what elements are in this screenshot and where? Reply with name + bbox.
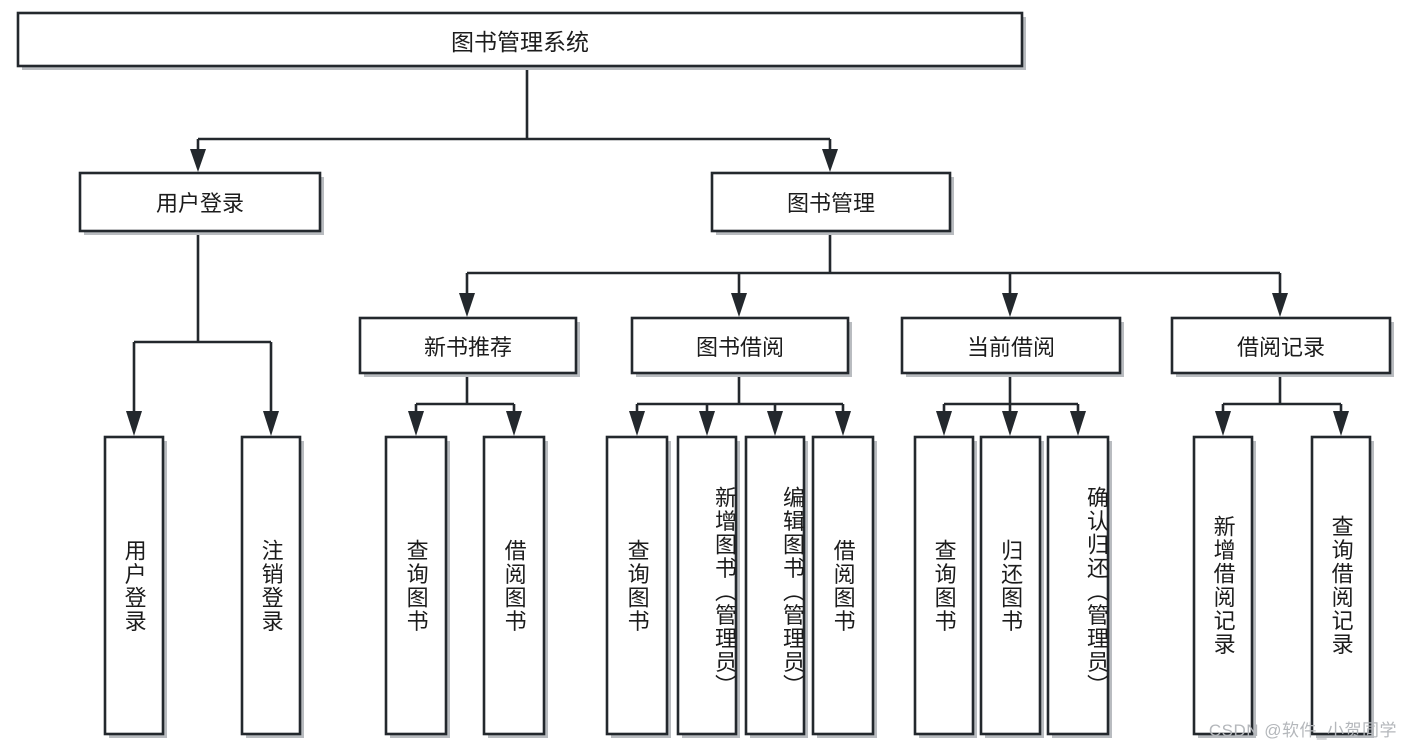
- node-leaf-borrow-book-2[interactable]: [811, 435, 877, 738]
- node-leaf-return-book-box[interactable]: [979, 435, 1042, 736]
- node-leaf-query-book-2-box[interactable]: [605, 435, 669, 736]
- node-leaf-query-record[interactable]: [1310, 435, 1374, 738]
- arrow-to-leaf-query-book-2: [629, 411, 645, 436]
- arrow-to-loan-record: [1272, 293, 1288, 317]
- node-leaf-add-record[interactable]: [1192, 435, 1256, 738]
- node-leaf-query-book-3-box[interactable]: [913, 435, 975, 736]
- arrow-root-to-user-login: [190, 149, 206, 172]
- node-leaf-borrow-book-1[interactable]: [482, 435, 548, 738]
- arrow-to-leaf-add-book: [699, 411, 715, 436]
- node-leaf-borrow-book-1-box[interactable]: [482, 435, 546, 736]
- arrow-to-leaf-query-book-3: [936, 411, 952, 436]
- node-book-manage[interactable]: [710, 171, 954, 235]
- arrow-to-new-book-rec: [459, 293, 475, 317]
- node-user-login[interactable]: [78, 171, 324, 235]
- node-leaf-query-book-3[interactable]: [913, 435, 977, 738]
- node-new-book-rec[interactable]: [358, 316, 580, 377]
- node-leaf-confirm-return-box[interactable]: [1046, 435, 1110, 736]
- node-book-manage-box[interactable]: [710, 171, 952, 233]
- arrow-to-leaf-borrow-book-2: [835, 411, 851, 436]
- node-current-loan[interactable]: [900, 316, 1124, 377]
- node-leaf-add-record-box[interactable]: [1192, 435, 1254, 736]
- node-leaf-add-book-box[interactable]: [676, 435, 738, 736]
- node-leaf-edit-book-box[interactable]: [744, 435, 806, 736]
- node-leaf-query-record-box[interactable]: [1310, 435, 1372, 736]
- node-book-borrow[interactable]: [630, 316, 852, 377]
- node-current-loan-box[interactable]: [900, 316, 1122, 375]
- node-loan-record-box[interactable]: [1170, 316, 1392, 375]
- arrow-to-leaf-add-record: [1215, 411, 1231, 436]
- arrow-to-leaf-return-book: [1002, 411, 1018, 436]
- node-new-book-rec-box[interactable]: [358, 316, 578, 375]
- arrow-to-book-borrow: [731, 293, 747, 317]
- node-leaf-borrow-book-2-box[interactable]: [811, 435, 875, 736]
- arrow-root-to-book-manage: [822, 149, 838, 172]
- node-leaf-edit-book[interactable]: [744, 435, 808, 738]
- node-leaf-user-logout[interactable]: [240, 435, 304, 738]
- node-user-login-box[interactable]: [78, 171, 322, 233]
- arrow-to-leaf-query-book-1: [408, 411, 424, 436]
- node-loan-record[interactable]: [1170, 316, 1394, 377]
- node-leaf-query-book-1[interactable]: [384, 435, 450, 738]
- edge-group-book-manage: [459, 231, 1288, 317]
- edge-group-current-loan: [936, 373, 1086, 436]
- arrow-to-leaf-borrow-book-1: [506, 411, 522, 436]
- node-root-box[interactable]: [16, 11, 1024, 68]
- edge-group-root: [190, 66, 838, 172]
- node-leaf-confirm-return[interactable]: [1046, 435, 1112, 738]
- node-leaf-query-book-2[interactable]: [605, 435, 671, 738]
- edge-group-user-login: [126, 231, 279, 436]
- node-root[interactable]: [16, 11, 1026, 70]
- arrow-to-leaf-query-record: [1333, 411, 1349, 436]
- edge-group-book-borrow: [629, 373, 851, 436]
- edge-group-loan-record: [1215, 373, 1349, 436]
- node-leaf-user-logout-box[interactable]: [240, 435, 302, 736]
- node-leaf-query-book-1-box[interactable]: [384, 435, 448, 736]
- arrow-to-leaf-user-login: [126, 411, 142, 436]
- arrow-to-leaf-confirm-return: [1070, 411, 1086, 436]
- node-leaf-return-book[interactable]: [979, 435, 1044, 738]
- arrow-to-leaf-user-logout: [263, 411, 279, 436]
- arrow-to-current-loan: [1002, 293, 1018, 317]
- node-leaf-user-login[interactable]: [103, 435, 167, 738]
- arrow-to-leaf-edit-book: [767, 411, 783, 436]
- node-leaf-add-book[interactable]: [676, 435, 740, 738]
- node-book-borrow-box[interactable]: [630, 316, 850, 375]
- node-leaf-user-login-box[interactable]: [103, 435, 165, 736]
- edge-group-new-book-rec: [408, 373, 522, 436]
